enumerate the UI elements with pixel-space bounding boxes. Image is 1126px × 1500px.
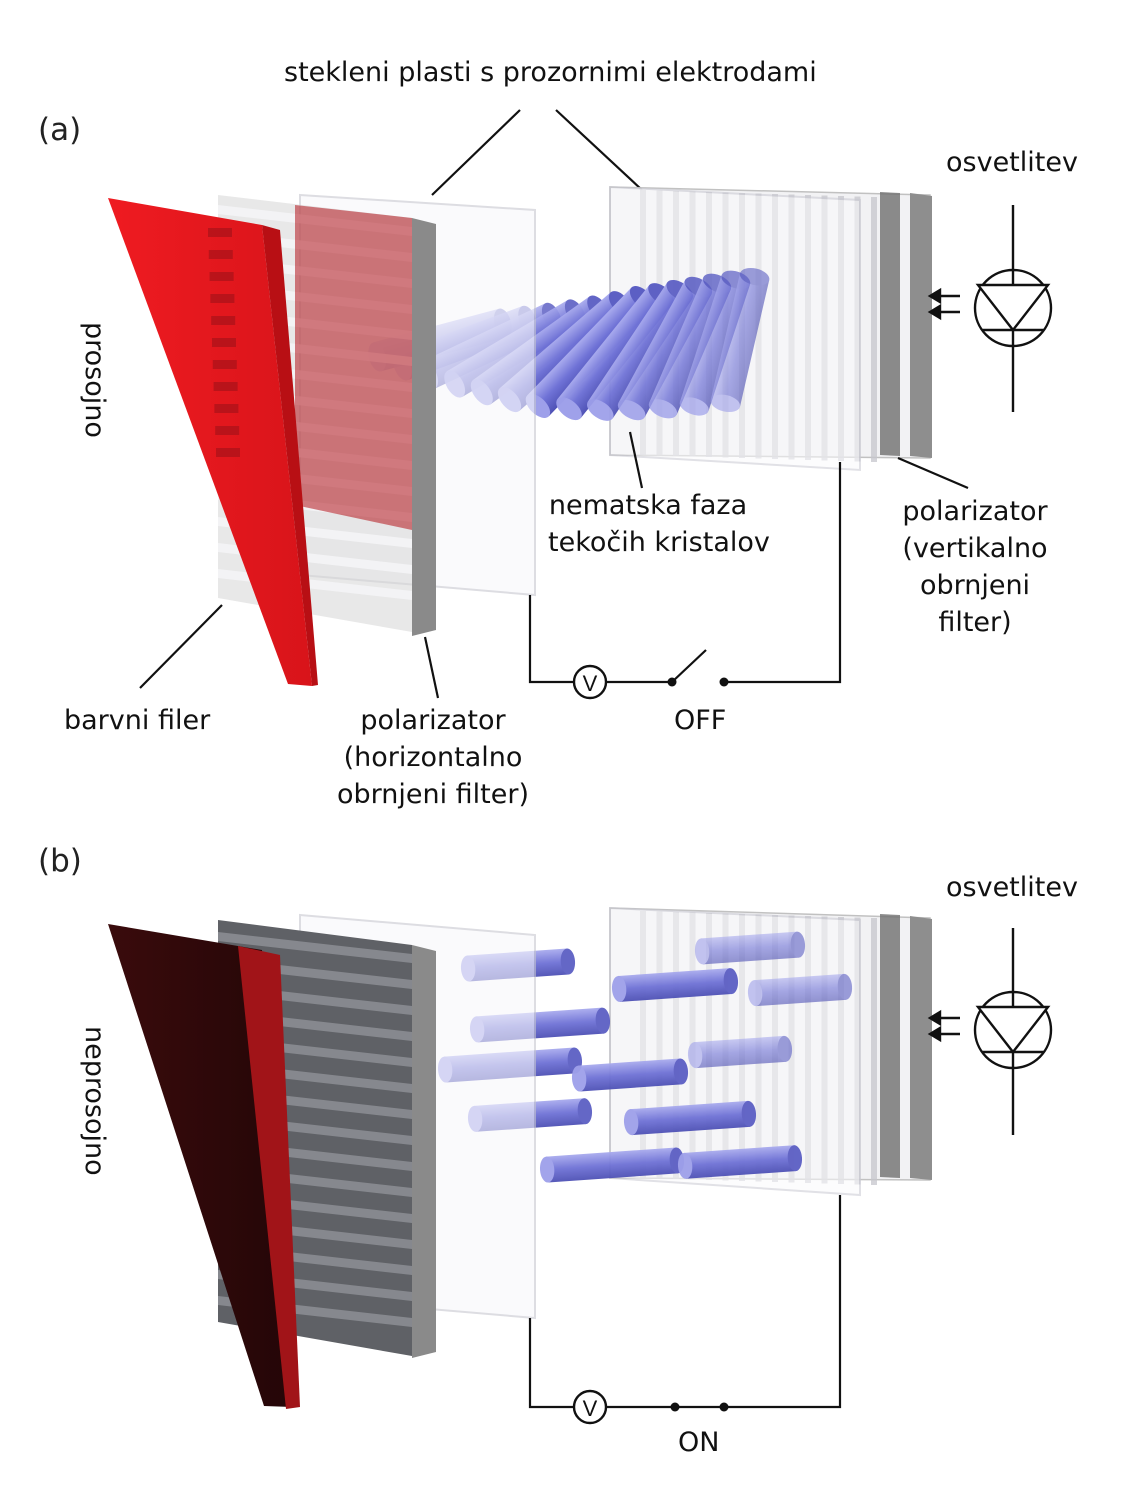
back-polarizer-line-2: (vertikalno	[902, 533, 1048, 564]
filter-mark	[212, 360, 237, 369]
state-label-transparent: prosojno	[79, 322, 110, 438]
front-polarizer-line-1: polarizator	[360, 705, 506, 736]
front-polarizer-line-3: obrnjeni filter)	[336, 779, 530, 810]
color-filter-dark	[108, 924, 300, 1409]
switch-state-on: ON	[678, 1427, 720, 1458]
color-filter-label: barvni filer	[64, 705, 211, 736]
polarizer-slat	[871, 918, 877, 1185]
polarizer-slat	[218, 932, 412, 963]
panel-b-tag: (b)	[38, 843, 82, 879]
front-polarizer-leader	[423, 636, 440, 699]
polarizer-slat	[871, 197, 877, 462]
circuit-b	[528, 1195, 842, 1409]
back-polarizer-line-4: filter)	[938, 607, 1012, 638]
liquid-crystal-molecule	[747, 973, 853, 1007]
light-source-b	[927, 928, 1053, 1135]
filter-mark	[209, 272, 234, 281]
back-polarizer-leader	[897, 456, 969, 490]
light-label-a: osvetlitev	[946, 147, 1078, 178]
filter-mark	[214, 404, 239, 413]
liquid-crystal-molecule	[623, 1100, 757, 1136]
panel-b	[108, 906, 1053, 1425]
caption-leader-right	[555, 109, 643, 191]
voltmeter-b	[572, 1389, 608, 1425]
liquid-crystal-molecule	[687, 1035, 793, 1069]
caption-leader-left	[431, 109, 521, 196]
top-caption: stekleni plasti s prozornimi elektrodami	[284, 57, 817, 88]
filter-mark	[211, 316, 236, 325]
back-polarizer-label: polarizator (vertikalno obrnjeni filter)	[895, 493, 1055, 641]
color-filter-red	[108, 198, 318, 686]
liquid-crystal-molecule	[611, 968, 739, 1002]
front-polarizer-label: polarizator (horizontalno obrnjeni filte…	[333, 702, 533, 813]
filter-mark	[213, 382, 238, 391]
front-polarizer-line-2: (horizontalno	[343, 742, 523, 773]
filter-mark	[208, 228, 232, 237]
light-label-b: osvetlitev	[946, 872, 1078, 903]
filter-mark	[216, 448, 240, 457]
panel-a-tag: (a)	[38, 112, 82, 148]
liquid-crystal-molecule	[539, 1147, 685, 1183]
back-polarizer-line-1: polarizator	[902, 496, 1048, 527]
back-polarizer-line-3: obrnjeni	[919, 570, 1031, 601]
filter-mark	[212, 338, 236, 347]
lc-label-line-2: tekočih kristalov	[548, 527, 770, 558]
filter-mark	[208, 250, 233, 259]
liquid-crystal-molecule	[677, 1145, 803, 1179]
lc-label: nematska faza tekočih kristalov	[548, 487, 770, 561]
voltmeter-a	[572, 664, 608, 700]
circuit-a	[528, 462, 842, 684]
lc-label-line-1: nematska faza	[548, 490, 748, 521]
voltmeter-letter-b: V	[583, 1396, 598, 1421]
filter-mark	[215, 426, 240, 435]
filter-mark	[210, 294, 235, 303]
filter-leader	[139, 604, 223, 689]
voltmeter-letter-a: V	[583, 671, 598, 696]
liquid-crystal-molecule	[710, 267, 770, 413]
light-source-a	[927, 205, 1053, 412]
panel-a	[108, 109, 1053, 700]
state-label-opaque: neprosojno	[79, 1026, 110, 1176]
switch-state-off: OFF	[674, 705, 727, 736]
lc-leader	[628, 431, 644, 489]
liquid-crystal-molecule	[571, 1058, 689, 1092]
liquid-crystal-molecule	[694, 931, 806, 965]
